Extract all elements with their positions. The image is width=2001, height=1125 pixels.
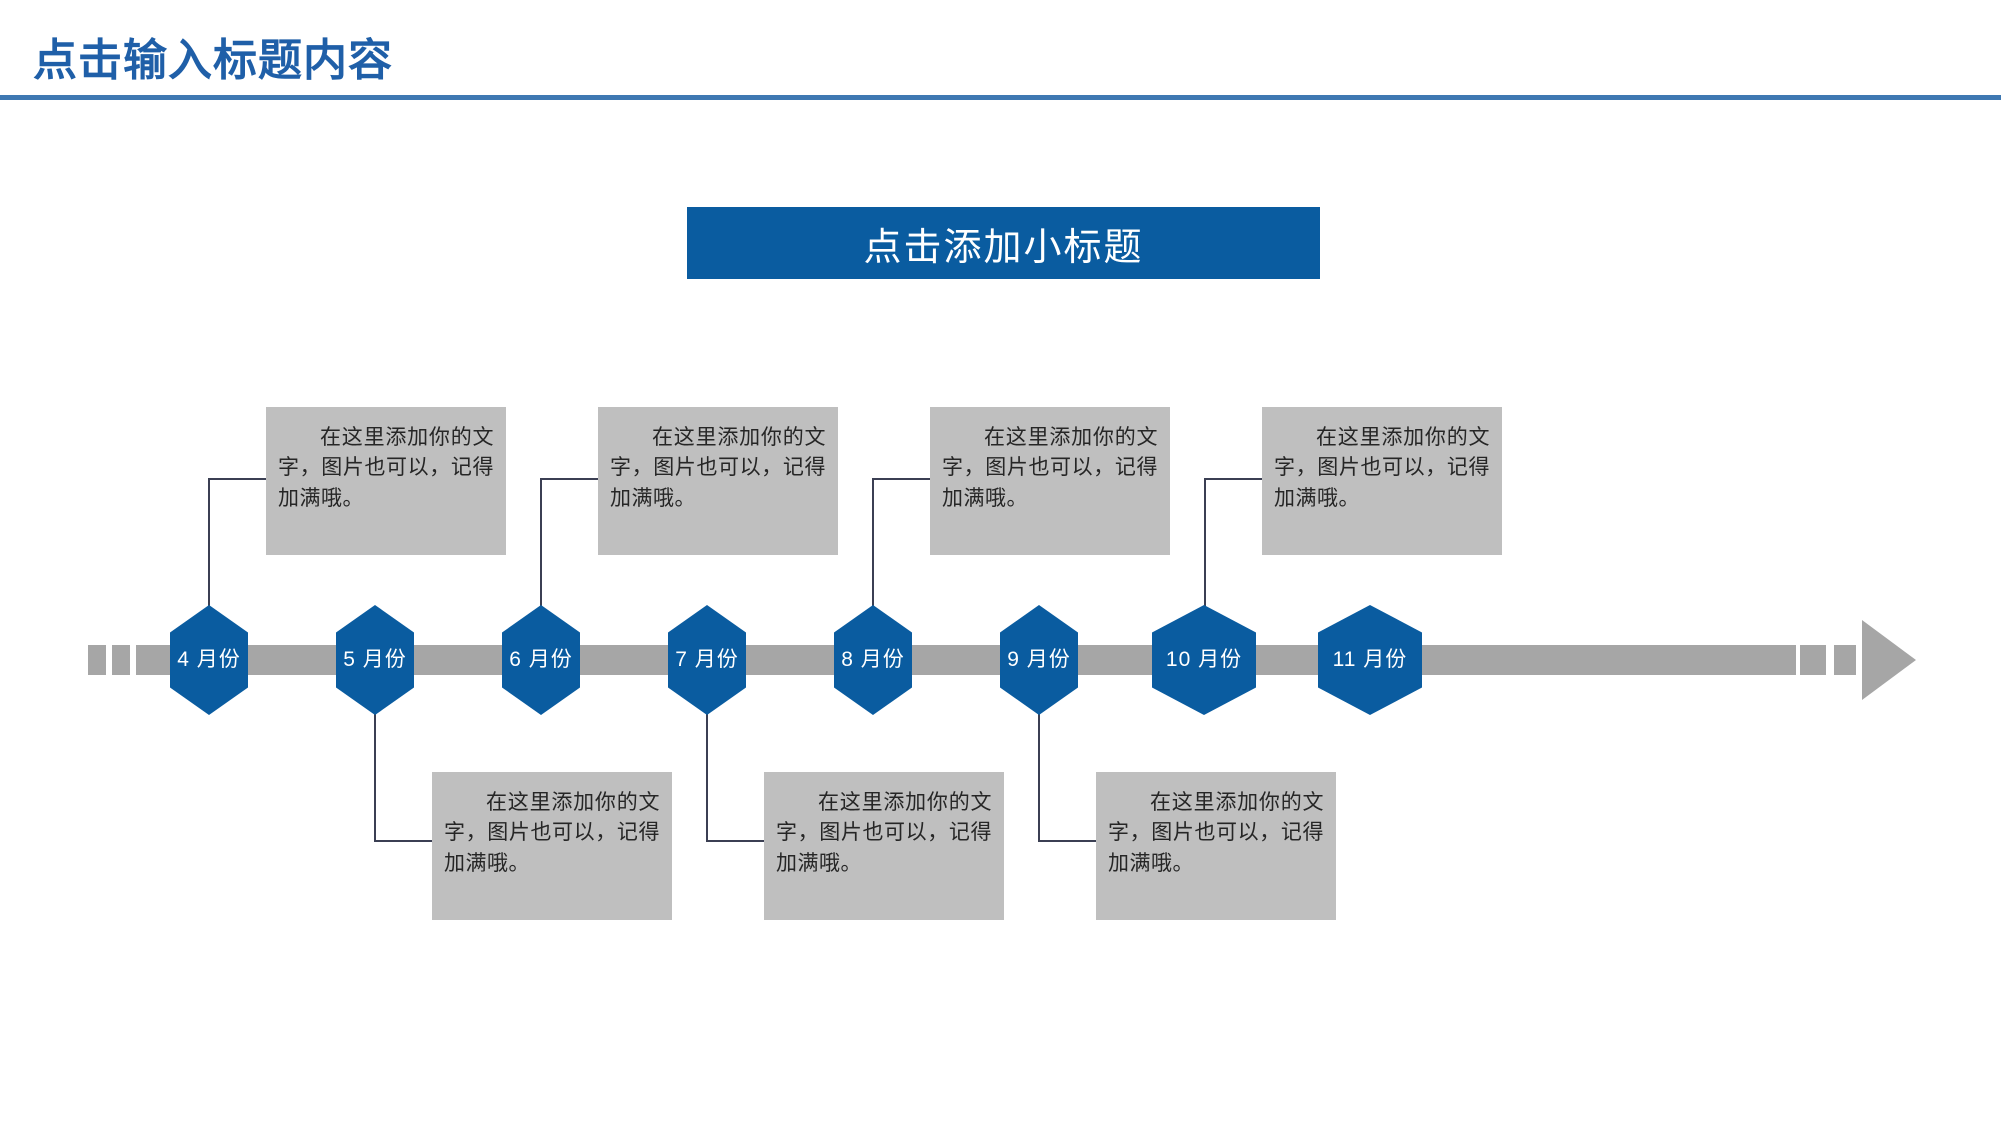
subtitle-banner-label: 点击添加小标题 [863, 226, 1144, 269]
timeline-node-9[interactable]: 9 月份 [1000, 605, 1078, 715]
timeline-card-text: 在这里添加你的文字，图片也可以，记得加满哦。 [1274, 426, 1490, 510]
track-dash-left-2 [112, 645, 130, 675]
page-title: 点击输入标题内容 [33, 36, 393, 85]
timeline-node-label: 7 月份 [675, 647, 739, 671]
timeline-card-1[interactable]: 在这里添加你的文字，图片也可以，记得加满哦。 [266, 407, 506, 555]
timeline-card-text: 在这里添加你的文字，图片也可以，记得加满哦。 [942, 426, 1158, 510]
timeline-track [170, 645, 1796, 675]
timeline-card-text: 在这里添加你的文字，图片也可以，记得加满哦。 [776, 791, 992, 875]
timeline-node-label: 9 月份 [1007, 647, 1071, 671]
timeline-diagram: 4 月份 5 月份 6 月份 7 月份 8 月份 9 月份 10 月份 11 月… [0, 380, 2001, 960]
timeline-node-7[interactable]: 7 月份 [668, 605, 746, 715]
timeline-node-4[interactable]: 4 月份 [170, 605, 248, 715]
subtitle-banner[interactable]: 点击添加小标题 [687, 207, 1320, 279]
timeline-node-label: 5 月份 [343, 647, 407, 671]
track-dash-left-3 [136, 645, 170, 675]
timeline-node-8[interactable]: 8 月份 [834, 605, 912, 715]
timeline-card-4[interactable]: 在这里添加你的文字，图片也可以，记得加满哦。 [764, 772, 1004, 920]
track-dash-right-1 [1800, 645, 1826, 675]
timeline-node-label: 11 月份 [1332, 647, 1408, 671]
timeline-node-label: 6 月份 [509, 647, 573, 671]
track-dash-right-2 [1834, 645, 1856, 675]
timeline-node-label: 4 月份 [177, 647, 241, 671]
timeline-node-6[interactable]: 6 月份 [502, 605, 580, 715]
timeline-card-7[interactable]: 在这里添加你的文字，图片也可以，记得加满哦。 [1262, 407, 1502, 555]
timeline-arrowhead-icon [1862, 620, 1916, 700]
timeline-node-label: 10 月份 [1165, 647, 1243, 671]
timeline-node-11[interactable]: 11 月份 [1318, 605, 1422, 715]
timeline-card-text: 在这里添加你的文字，图片也可以，记得加满哦。 [278, 426, 494, 510]
title-divider [0, 95, 2001, 100]
timeline-card-text: 在这里添加你的文字，图片也可以，记得加满哦。 [1108, 791, 1324, 875]
timeline-card-2[interactable]: 在这里添加你的文字，图片也可以，记得加满哦。 [432, 772, 672, 920]
timeline-node-5[interactable]: 5 月份 [336, 605, 414, 715]
track-dash-left-1 [88, 645, 106, 675]
timeline-card-6[interactable]: 在这里添加你的文字，图片也可以，记得加满哦。 [1096, 772, 1336, 920]
timeline-card-5[interactable]: 在这里添加你的文字，图片也可以，记得加满哦。 [930, 407, 1170, 555]
timeline-card-text: 在这里添加你的文字，图片也可以，记得加满哦。 [610, 426, 826, 510]
timeline-card-3[interactable]: 在这里添加你的文字，图片也可以，记得加满哦。 [598, 407, 838, 555]
timeline-node-10[interactable]: 10 月份 [1152, 605, 1256, 715]
timeline-card-text: 在这里添加你的文字，图片也可以，记得加满哦。 [444, 791, 660, 875]
timeline-node-label: 8 月份 [841, 647, 905, 671]
